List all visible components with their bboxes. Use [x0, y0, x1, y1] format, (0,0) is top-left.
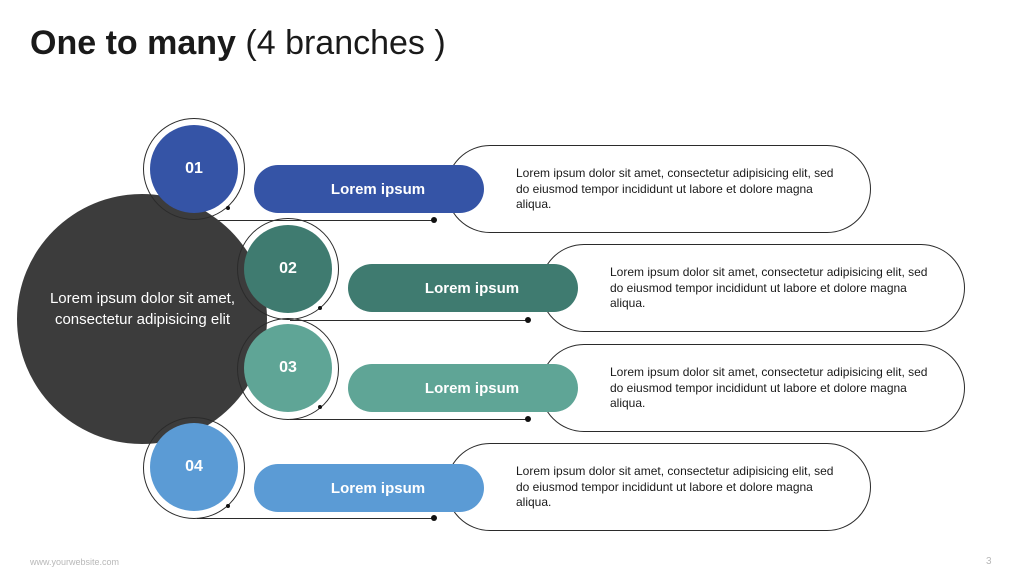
ring-dot-4 [226, 504, 230, 508]
connector-dot-1 [431, 217, 437, 223]
description-box-1 [446, 145, 871, 233]
ring-3 [237, 318, 339, 420]
ring-dot-2 [318, 306, 322, 310]
number-circle-4: 04 [150, 423, 238, 511]
number-circle-1: 01 [150, 125, 238, 213]
number-circle-3: 03 [244, 324, 332, 412]
description-text-4: Lorem ipsum dolor sit amet, consectetur … [516, 464, 834, 509]
description-text-2: Lorem ipsum dolor sit amet, consectetur … [610, 265, 928, 310]
description-box-4 [446, 443, 871, 531]
title-bold: One to many [30, 24, 236, 62]
central-circle [17, 194, 267, 444]
ring-dot-3 [318, 405, 322, 409]
connector-dot-4 [431, 515, 437, 521]
connector-line-4 [197, 518, 435, 519]
connector-line-1 [197, 220, 435, 221]
connector-line-2 [290, 320, 529, 321]
footer-page-number: 3 [986, 556, 992, 567]
connector-dot-3 [525, 416, 531, 422]
connector-dot-2 [525, 317, 531, 323]
description-text-1: Lorem ipsum dolor sit amet, consectetur … [516, 166, 834, 211]
central-text: Lorem ipsum dolor sit amet, consectetur … [49, 290, 236, 328]
ring-dot-1 [226, 206, 230, 210]
description-box-3 [540, 344, 965, 432]
branch-label-1: Lorem ipsum [254, 165, 484, 213]
connector-line-3 [290, 419, 529, 420]
number-circle-2: 02 [244, 225, 332, 313]
ring-4 [143, 417, 245, 519]
description-text-3: Lorem ipsum dolor sit amet, consectetur … [610, 365, 928, 410]
branch-label-3: Lorem ipsum [348, 364, 578, 412]
title-light: (4 branches ) [245, 24, 446, 62]
branch-label-4: Lorem ipsum [254, 464, 484, 512]
page-title: One to many (4 branches ) [30, 24, 446, 63]
footer-website: www.yourwebsite.com [30, 557, 120, 567]
description-box-2 [540, 244, 965, 332]
ring-1 [143, 118, 245, 220]
branch-label-2: Lorem ipsum [348, 264, 578, 312]
